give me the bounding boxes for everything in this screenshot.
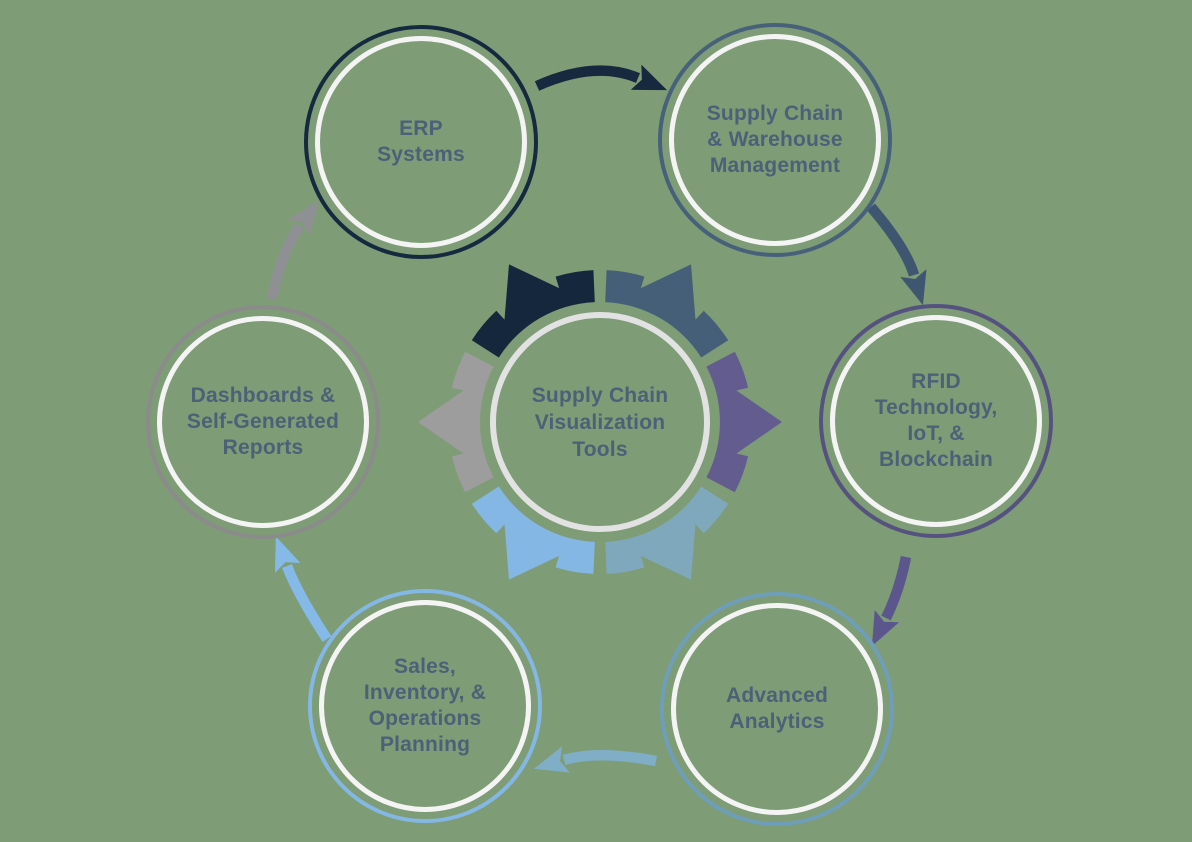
node-label-sales-inventory-operations: Sales, Inventory, & Operations Planning [363, 655, 487, 756]
center-hub-ring [490, 312, 710, 532]
node-rfid-iot-blockchain: RFID Technology, IoT, & Blockchain [819, 304, 1053, 538]
center-hub-label: Supply Chain Visualization Tools [531, 383, 669, 461]
node-label-advanced-analytics: Advanced Analytics [726, 684, 828, 733]
node-inner-ring: RFID Technology, IoT, & Blockchain [830, 315, 1042, 527]
node-label-dashboards-reports: Dashboards & Self-Generated Reports [186, 384, 340, 459]
cycle-segment-dashboards-reports [418, 351, 494, 493]
cycle-segment-advanced-analytics [605, 486, 729, 580]
node-dashboards-reports: Dashboards & Self-Generated Reports [146, 305, 380, 539]
node-inner-ring: Advanced Analytics [671, 603, 883, 815]
node-inner-ring: ERP Systems [315, 36, 527, 248]
node-label-rfid-iot-blockchain: RFID Technology, IoT, & Blockchain [874, 370, 998, 471]
cycle-segment-rfid-iot-blockchain [706, 351, 782, 493]
arrow-erp-systems-to-supply-chain-warehouse [534, 64, 668, 91]
arrow-rfid-iot-blockchain-to-advanced-analytics [871, 555, 912, 647]
node-inner-ring: Dashboards & Self-Generated Reports [157, 316, 369, 528]
node-erp-systems: ERP Systems [304, 25, 538, 259]
node-advanced-analytics: Advanced Analytics [660, 592, 894, 826]
node-supply-chain-warehouse: Supply Chain & Warehouse Management [658, 23, 892, 257]
node-inner-ring: Sales, Inventory, & Operations Planning [319, 600, 531, 812]
arrow-sales-inventory-operations-to-dashboards-reports [274, 536, 332, 642]
node-inner-ring: Supply Chain & Warehouse Management [669, 34, 881, 246]
center-hub-supply-chain-visualization-tools: Supply Chain Visualization Tools [505, 327, 695, 517]
arrow-advanced-analytics-to-sales-inventory-operations [533, 746, 657, 773]
arrow-supply-chain-warehouse-to-rfid-iot-blockchain [867, 203, 927, 306]
node-sales-inventory-operations: Sales, Inventory, & Operations Planning [308, 589, 542, 823]
cycle-segment-erp-systems [471, 264, 595, 358]
node-label-supply-chain-warehouse: Supply Chain & Warehouse Management [706, 102, 844, 177]
node-label-erp-systems: ERP Systems [377, 117, 465, 166]
arrow-dashboards-reports-to-erp-systems [266, 200, 319, 300]
cycle-segment-sales-inventory-operations [471, 486, 595, 580]
cycle-segment-supply-chain-warehouse [605, 264, 729, 358]
